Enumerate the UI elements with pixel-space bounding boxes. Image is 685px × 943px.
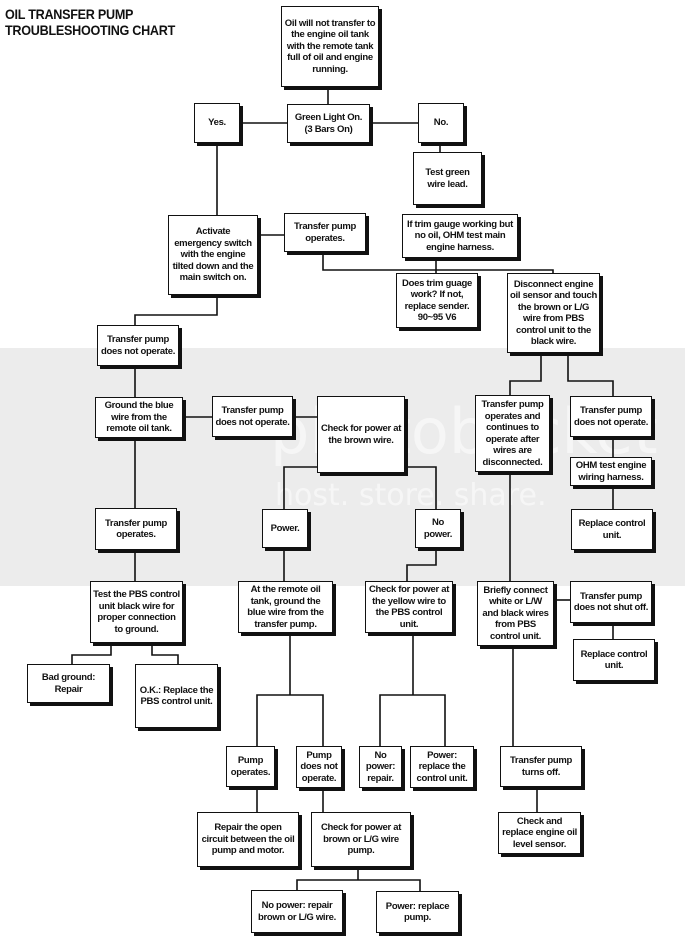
node-test-pbs: Test the PBS control unit black wire for… (90, 581, 183, 643)
node-tp-not-operate-right: Transfer pump does not operate. (570, 396, 652, 437)
node-green-light: Green Light On. (3 Bars On) (287, 104, 370, 143)
title-line-1: OIL TRANSFER PUMP (5, 6, 134, 22)
node-power: Power. (262, 509, 308, 548)
node-tp-operates-1: Transfer pump operates. (284, 213, 366, 252)
node-no: No. (418, 103, 464, 143)
node-tp-not-operate-left: Transfer pump does not operate. (97, 325, 179, 366)
node-ground-blue: Ground the blue wire from the remote oil… (95, 397, 183, 438)
node-disconnect: Disconnect engine oil sensor and touch t… (507, 273, 600, 353)
node-ok-replace-pbs: O.K.: Replace the PBS control unit. (135, 664, 218, 728)
node-power-replace-control: Power: replace the control unit. (410, 746, 474, 788)
node-test-green: Test green wire lead. (413, 152, 482, 205)
node-tp-continues: Transfer pump operates and continues to … (475, 395, 550, 472)
node-bad-ground: Bad ground: Repair (27, 664, 110, 703)
node-ohm-test: OHM test engine wiring harness. (570, 457, 652, 486)
node-pump-not-operate: Pump does not operate. (296, 746, 342, 788)
connector (379, 694, 446, 746)
node-no-power-repair: No power: repair. (359, 746, 402, 788)
node-tp-turns-off: Transfer pump turns off. (500, 746, 582, 787)
node-start: Oil will not transfer to the engine oil … (281, 6, 379, 87)
node-briefly-connect: Briefly connect white or L/W and black w… (477, 581, 554, 646)
connector (283, 466, 317, 509)
node-check-brown: Check for power at the brown wire. (317, 396, 405, 473)
connector (406, 548, 437, 581)
node-no-power: No power. (415, 509, 461, 548)
watermark-tagline: host. store. share. (275, 478, 547, 513)
connector (509, 353, 542, 395)
node-tp-not-shut-off: Transfer pump does not shut off. (570, 581, 652, 623)
node-power-replace-pump: Power: replace pump. (376, 891, 459, 933)
connector (296, 879, 421, 891)
connector (322, 252, 554, 273)
node-trim-gauge-work: Does trim guage work? If not, replace se… (396, 273, 478, 328)
node-repair-open-circuit: Repair the open circuit between the oil … (197, 812, 299, 867)
connector (567, 353, 614, 396)
connector (71, 643, 112, 664)
title-line-2: TROUBLESHOOTING CHART (5, 22, 176, 38)
node-replace-control-2: Replace control unit. (573, 639, 655, 681)
node-replace-control-1: Replace control unit. (571, 509, 653, 550)
node-tp-operates-2: Transfer pump operates. (95, 508, 177, 550)
node-at-remote: At the remote oil tank, ground the blue … (238, 581, 333, 633)
node-tp-not-operate-mid: Transfer pump does not operate. (212, 396, 293, 437)
node-check-brown-lg: Check for power at brown or L/G wire pum… (311, 812, 411, 867)
chart-title: OIL TRANSFER PUMP TROUBLESHOOTING CHART (5, 6, 175, 38)
node-check-replace-sensor: Check and replace engine oil level senso… (498, 812, 581, 854)
connector (256, 694, 324, 746)
node-pump-operates: Pump operates. (226, 746, 275, 787)
node-no-power-brown: No power: repair brown or L/G wire. (251, 890, 343, 933)
connector (134, 295, 218, 325)
node-check-yellow: Check for power at the yellow wire to th… (365, 581, 453, 633)
node-yes: Yes. (194, 103, 240, 143)
connector (151, 643, 179, 664)
node-trim-working: If trim gauge working but no oil, OHM te… (402, 214, 518, 258)
connector (405, 466, 437, 509)
node-activate: Activate emergency switch with the engin… (168, 215, 258, 295)
